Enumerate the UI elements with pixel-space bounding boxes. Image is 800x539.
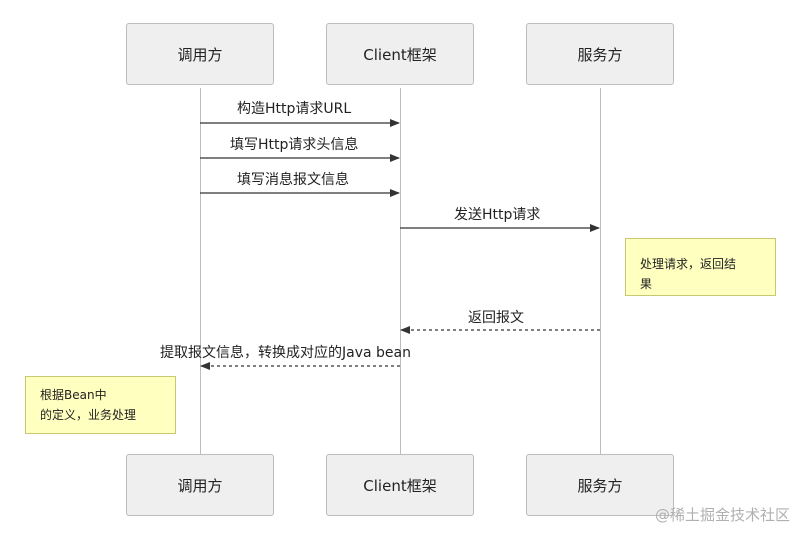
- message-label-build-url: 构造Http请求URL: [237, 101, 352, 117]
- watermark: @稀土掘金技术社区: [654, 506, 790, 524]
- message-label-fill-headers: 填写Http请求头信息: [230, 137, 359, 153]
- participant-server-label: 服务方: [577, 476, 623, 495]
- participant-server-top: 服务方: [526, 23, 674, 85]
- participant-server-label: 服务方: [577, 45, 623, 64]
- participant-caller-bottom: 调用方: [126, 454, 274, 516]
- participant-caller-label: 调用方: [177, 476, 223, 495]
- message-label-fill-body: 填写消息报文信息: [237, 172, 349, 188]
- note-server-line2: 果: [640, 277, 653, 291]
- note-caller-line2: 的定义，业务处理: [40, 408, 137, 422]
- note-server-line1: 处理请求，返回结: [640, 257, 737, 271]
- participant-caller-top: 调用方: [126, 23, 274, 85]
- participant-client-bottom: Client框架: [326, 454, 474, 516]
- participant-server-bottom: 服务方: [526, 454, 674, 516]
- message-label-extract-bean: 提取报文信息，转换成对应的Java bean: [160, 345, 411, 361]
- lifeline-server: [600, 88, 601, 454]
- message-label-return-response: 返回报文: [468, 310, 524, 326]
- note-caller-line1: 根据Bean中: [40, 388, 107, 402]
- note-server-processing: 处理请求，返回结 果: [625, 238, 776, 296]
- participant-client-label: Client框架: [363, 45, 437, 64]
- message-label-send-request: 发送Http请求: [454, 207, 541, 223]
- lifeline-client: [400, 88, 401, 454]
- participant-client-label: Client框架: [363, 476, 437, 495]
- note-caller-business: 根据Bean中 的定义，业务处理: [25, 376, 176, 434]
- lifeline-caller: [200, 88, 201, 454]
- participant-client-top: Client框架: [326, 23, 474, 85]
- participant-caller-label: 调用方: [177, 45, 223, 64]
